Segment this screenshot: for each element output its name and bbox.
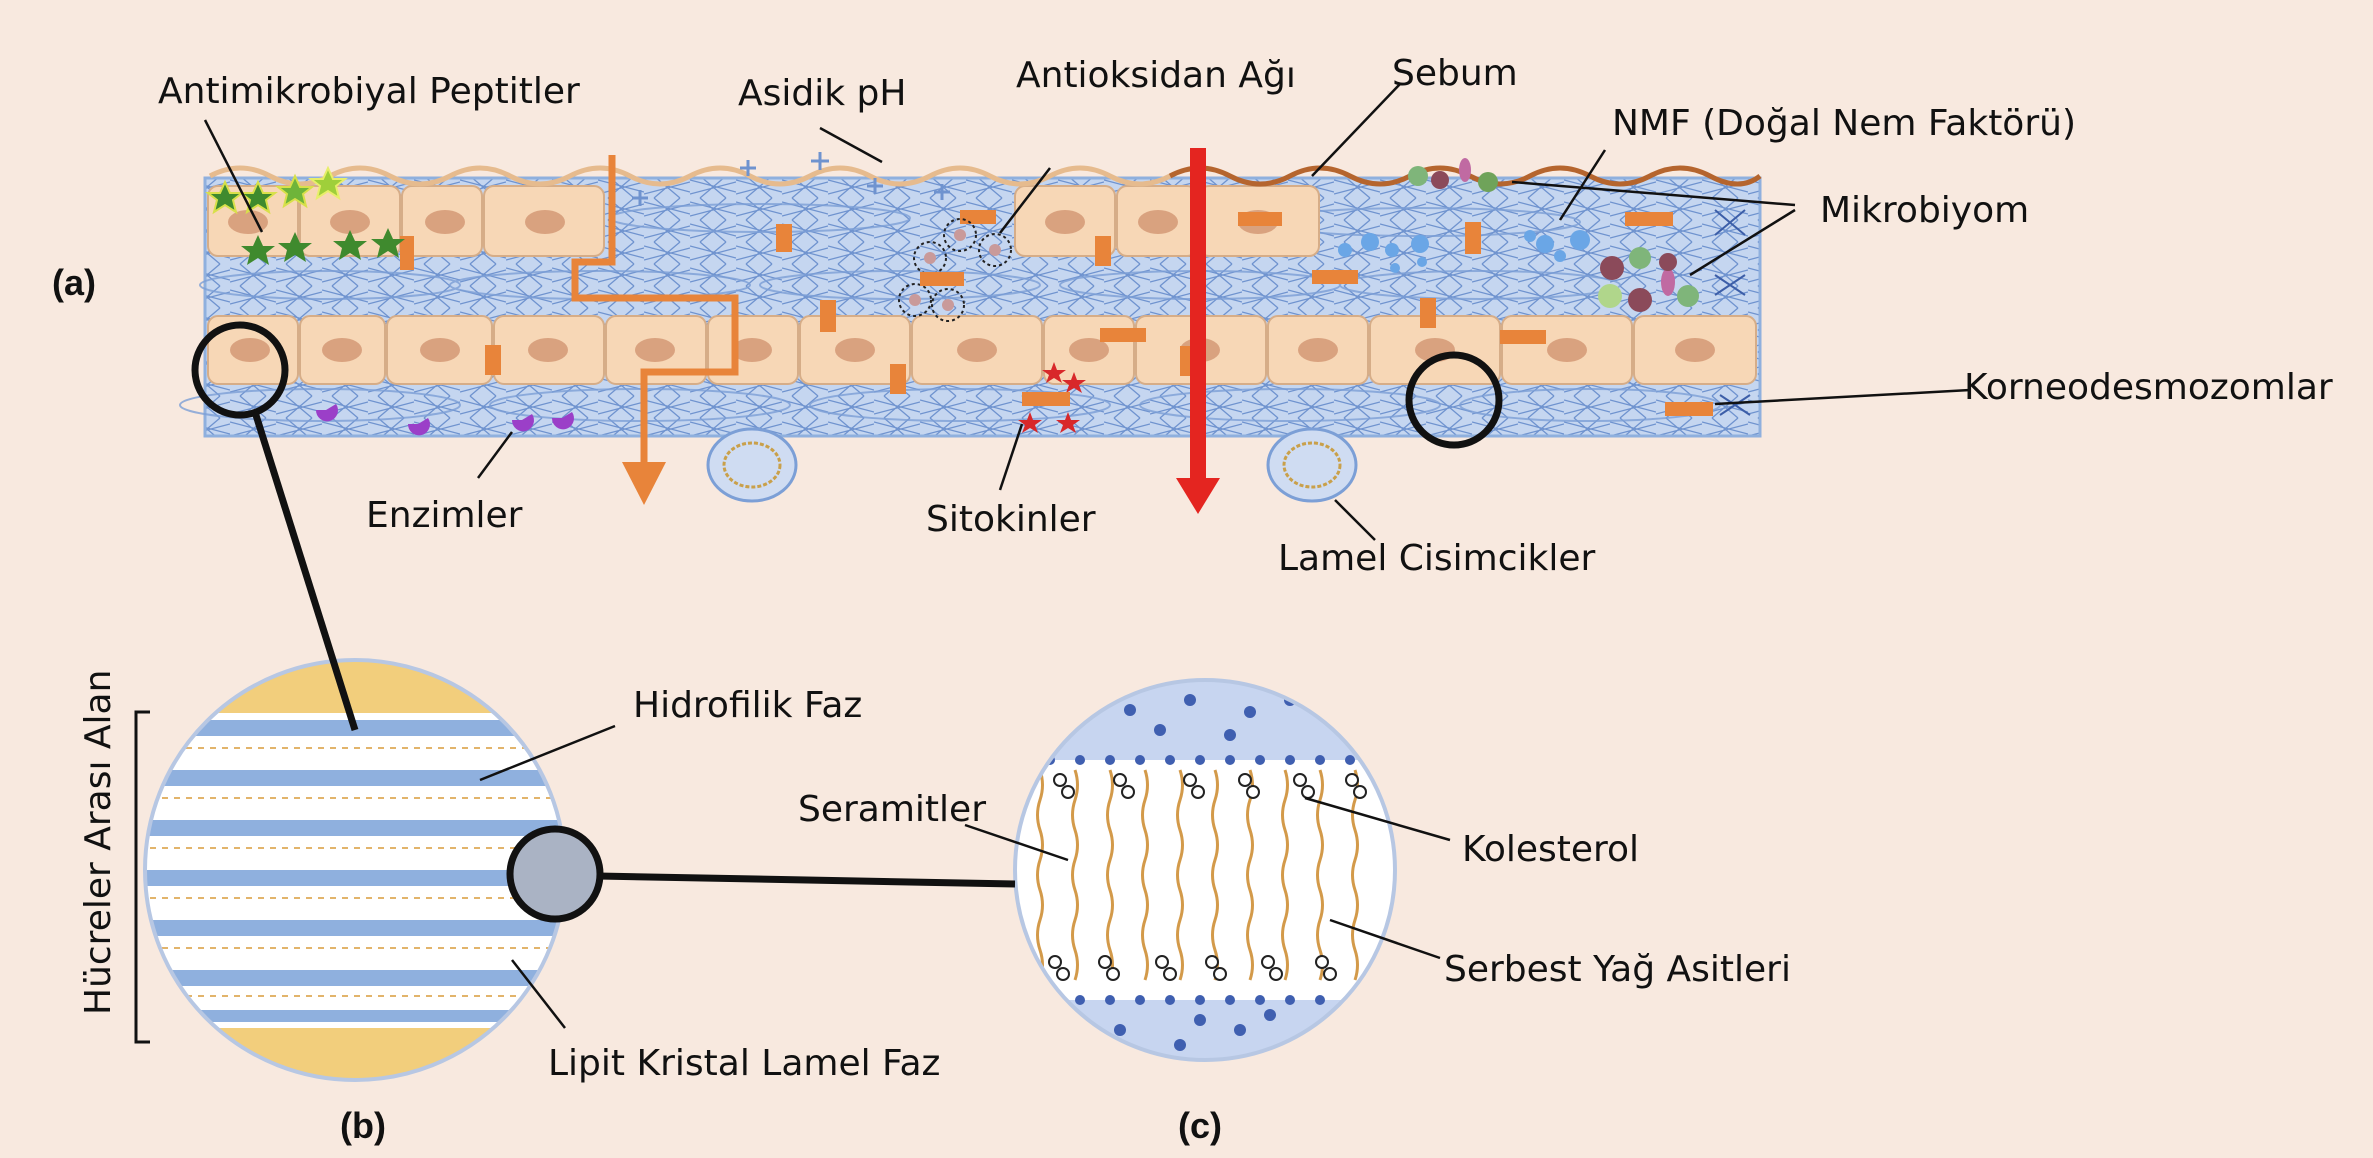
red-arrow-shaft xyxy=(1190,148,1206,486)
label-intercellular-space: Hücreler Arası Alan xyxy=(78,669,119,1015)
label-ceramides: Seramitler xyxy=(798,789,986,830)
microbiome-microbes xyxy=(1408,158,1699,312)
label-enzymes: Enzimler xyxy=(366,495,523,536)
penetration-path-arrow xyxy=(571,155,739,470)
connector-b-to-c xyxy=(597,872,1016,888)
panel-c-circle xyxy=(1015,680,1395,1060)
enzyme-shapes xyxy=(315,404,574,436)
nuclei-lower xyxy=(230,338,1715,362)
label-acidic-ph: Asidik pH xyxy=(738,73,907,114)
panel-c-border xyxy=(1013,678,1397,1062)
cytokine-stars xyxy=(1018,362,1086,433)
connector-a-to-b xyxy=(251,410,359,732)
magnifier-right xyxy=(1405,351,1503,449)
magnifier-left xyxy=(191,321,289,419)
label-lipid-crystal-lamellar-phase: Lipit Kristal Lamel Faz xyxy=(548,1043,941,1084)
label-antimicrobial-peptides: Antimikrobiyal Peptitler xyxy=(158,71,580,112)
label-hydrophilic-phase: Hidrofilik Faz xyxy=(633,685,863,726)
red-arrowhead xyxy=(1176,478,1220,514)
label-microbiome: Mikrobiyom xyxy=(1820,190,2030,231)
penetration-arrowhead xyxy=(622,462,666,505)
acidic-ph-marks xyxy=(632,152,950,206)
label-corneodesmosomes: Korneodesmozomlar xyxy=(1964,367,2333,408)
label-antioxidant-network: Antioksidan Ağı xyxy=(1016,55,1296,96)
label-cytokines: Sitokinler xyxy=(926,499,1096,540)
panel-label-b: (b) xyxy=(340,1105,386,1146)
lipid-edge-marks xyxy=(1714,209,1751,416)
nmf-droplets xyxy=(1338,230,1590,273)
label-sebum: Sebum xyxy=(1392,53,1518,94)
antimicrobial-peptide-stars xyxy=(205,165,405,265)
lipid-lenses xyxy=(179,203,1721,422)
stratum-corneum xyxy=(179,176,1762,438)
lamellar-bodies xyxy=(706,427,1358,503)
label-nmf: NMF (Doğal Nem Faktörü) xyxy=(1612,103,2076,144)
label-cholesterol: Kolesterol xyxy=(1462,829,1640,870)
intercellular-bracket xyxy=(134,710,150,1044)
magnifier-b xyxy=(506,825,604,923)
antioxidant-network xyxy=(898,218,1012,322)
panel-label-a: (a) xyxy=(52,262,96,303)
label-lamellar-bodies: Lamel Cisimcikler xyxy=(1278,538,1596,579)
panel-label-c: (c) xyxy=(1178,1105,1222,1146)
sebum-line-left xyxy=(208,165,1172,187)
leader-lines xyxy=(203,83,1971,1029)
label-free-fatty-acids: Serbest Yağ Asitleri xyxy=(1444,949,1791,990)
